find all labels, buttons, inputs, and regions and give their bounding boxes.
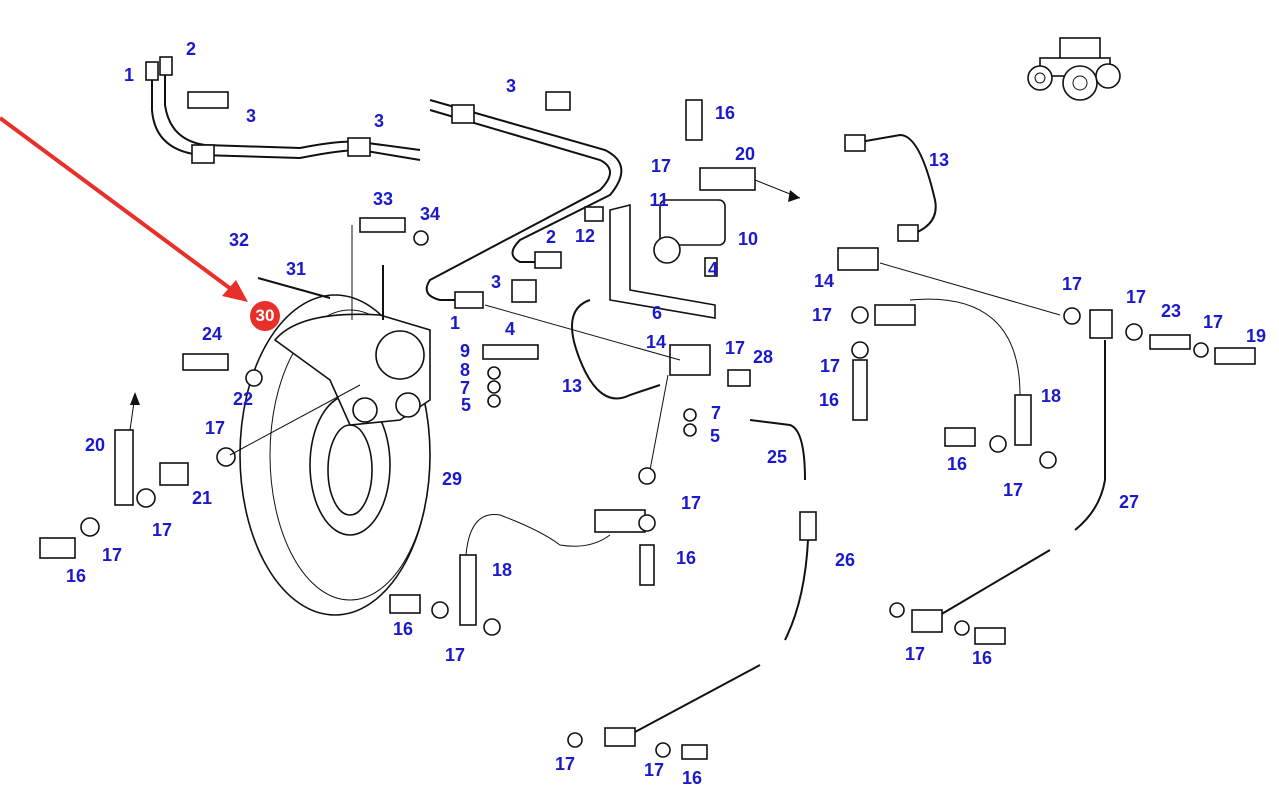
part-label: 17 [724, 338, 746, 358]
part-label: 3 [490, 272, 502, 292]
hose-center [389, 467, 656, 636]
part-label: 31 [285, 259, 307, 279]
part-label: 10 [737, 229, 759, 249]
part-label: 20 [734, 144, 756, 164]
part-label: 23 [1160, 301, 1182, 321]
pointer-arrow [0, 116, 248, 302]
part-label: 27 [1118, 492, 1140, 512]
part-label: 17 [1002, 480, 1024, 500]
part-label: 14 [813, 271, 835, 291]
part-label: 33 [372, 189, 394, 209]
hose-25-26 [567, 419, 817, 760]
left-banjo-assembly [39, 384, 361, 559]
part-label: 29 [441, 469, 463, 489]
part-label: 5 [460, 395, 472, 415]
part-label: 13 [928, 150, 950, 170]
part-label: 28 [752, 347, 774, 367]
part-label: 16 [714, 103, 736, 123]
part-label: 6 [651, 303, 663, 323]
part-label: 3 [245, 106, 257, 126]
brake-pipe-upper-left [145, 56, 421, 164]
part-label: 17 [904, 644, 926, 664]
part-label: 34 [419, 204, 441, 224]
part-label: 18 [491, 560, 513, 580]
part-label: 1 [449, 313, 461, 333]
part-label: 2 [545, 227, 557, 247]
tee-fitting [482, 299, 751, 471]
part-label: 12 [574, 226, 596, 246]
part-label: 17 [650, 156, 672, 176]
part-label: 17 [151, 520, 173, 540]
part-label: 17 [101, 545, 123, 565]
brake-pipe-right [837, 133, 1061, 316]
part-label: 1 [123, 65, 135, 85]
part-label: 16 [675, 548, 697, 568]
part-label: 32 [228, 230, 250, 250]
part-label: 16 [681, 768, 703, 788]
part-label: 11 [649, 190, 669, 210]
part-label: 4 [504, 319, 516, 339]
part-label: 19 [1245, 326, 1267, 346]
part-label: 3 [373, 111, 385, 131]
part-label: 26 [834, 550, 856, 570]
part-label: 18 [1040, 386, 1062, 406]
part-label: 5 [709, 426, 721, 446]
part-label: 17 [1202, 312, 1224, 332]
part-label: 17 [204, 418, 226, 438]
part-label: 14 [645, 332, 667, 352]
part-label: 17 [643, 760, 665, 780]
part-label: 16 [946, 454, 968, 474]
part-label: 3 [505, 76, 517, 96]
part-label: 4 [707, 259, 719, 279]
part-label: 24 [201, 324, 223, 344]
part-label: 22 [232, 389, 254, 409]
part-label: 17 [1125, 287, 1147, 307]
valve-assembly [584, 99, 801, 319]
part-label: 16 [65, 566, 87, 586]
part-label: 7 [710, 403, 722, 423]
part-label: 17 [680, 493, 702, 513]
part-label: 17 [819, 356, 841, 376]
part-label: 21 [191, 488, 213, 508]
part-label: 17 [1061, 274, 1083, 294]
part-label: 8 [459, 360, 471, 380]
part-label: 16 [818, 390, 840, 410]
part-label: 13 [561, 376, 583, 396]
brake-pipe-center [425, 91, 623, 309]
highlighted-part-badge[interactable]: 30 [250, 301, 280, 331]
part-label: 16 [392, 619, 414, 639]
brake-caliper [182, 217, 431, 426]
part-label: 17 [554, 754, 576, 774]
part-label: 17 [444, 645, 466, 665]
part-label: 25 [766, 447, 788, 467]
hose-right [851, 298, 1256, 645]
part-label: 20 [84, 435, 106, 455]
tractor-icon [1027, 37, 1121, 101]
part-label: 2 [185, 39, 197, 59]
part-label: 9 [459, 341, 471, 361]
part-label: 17 [811, 305, 833, 325]
part-label: 7 [459, 378, 471, 398]
part-label: 16 [971, 648, 993, 668]
